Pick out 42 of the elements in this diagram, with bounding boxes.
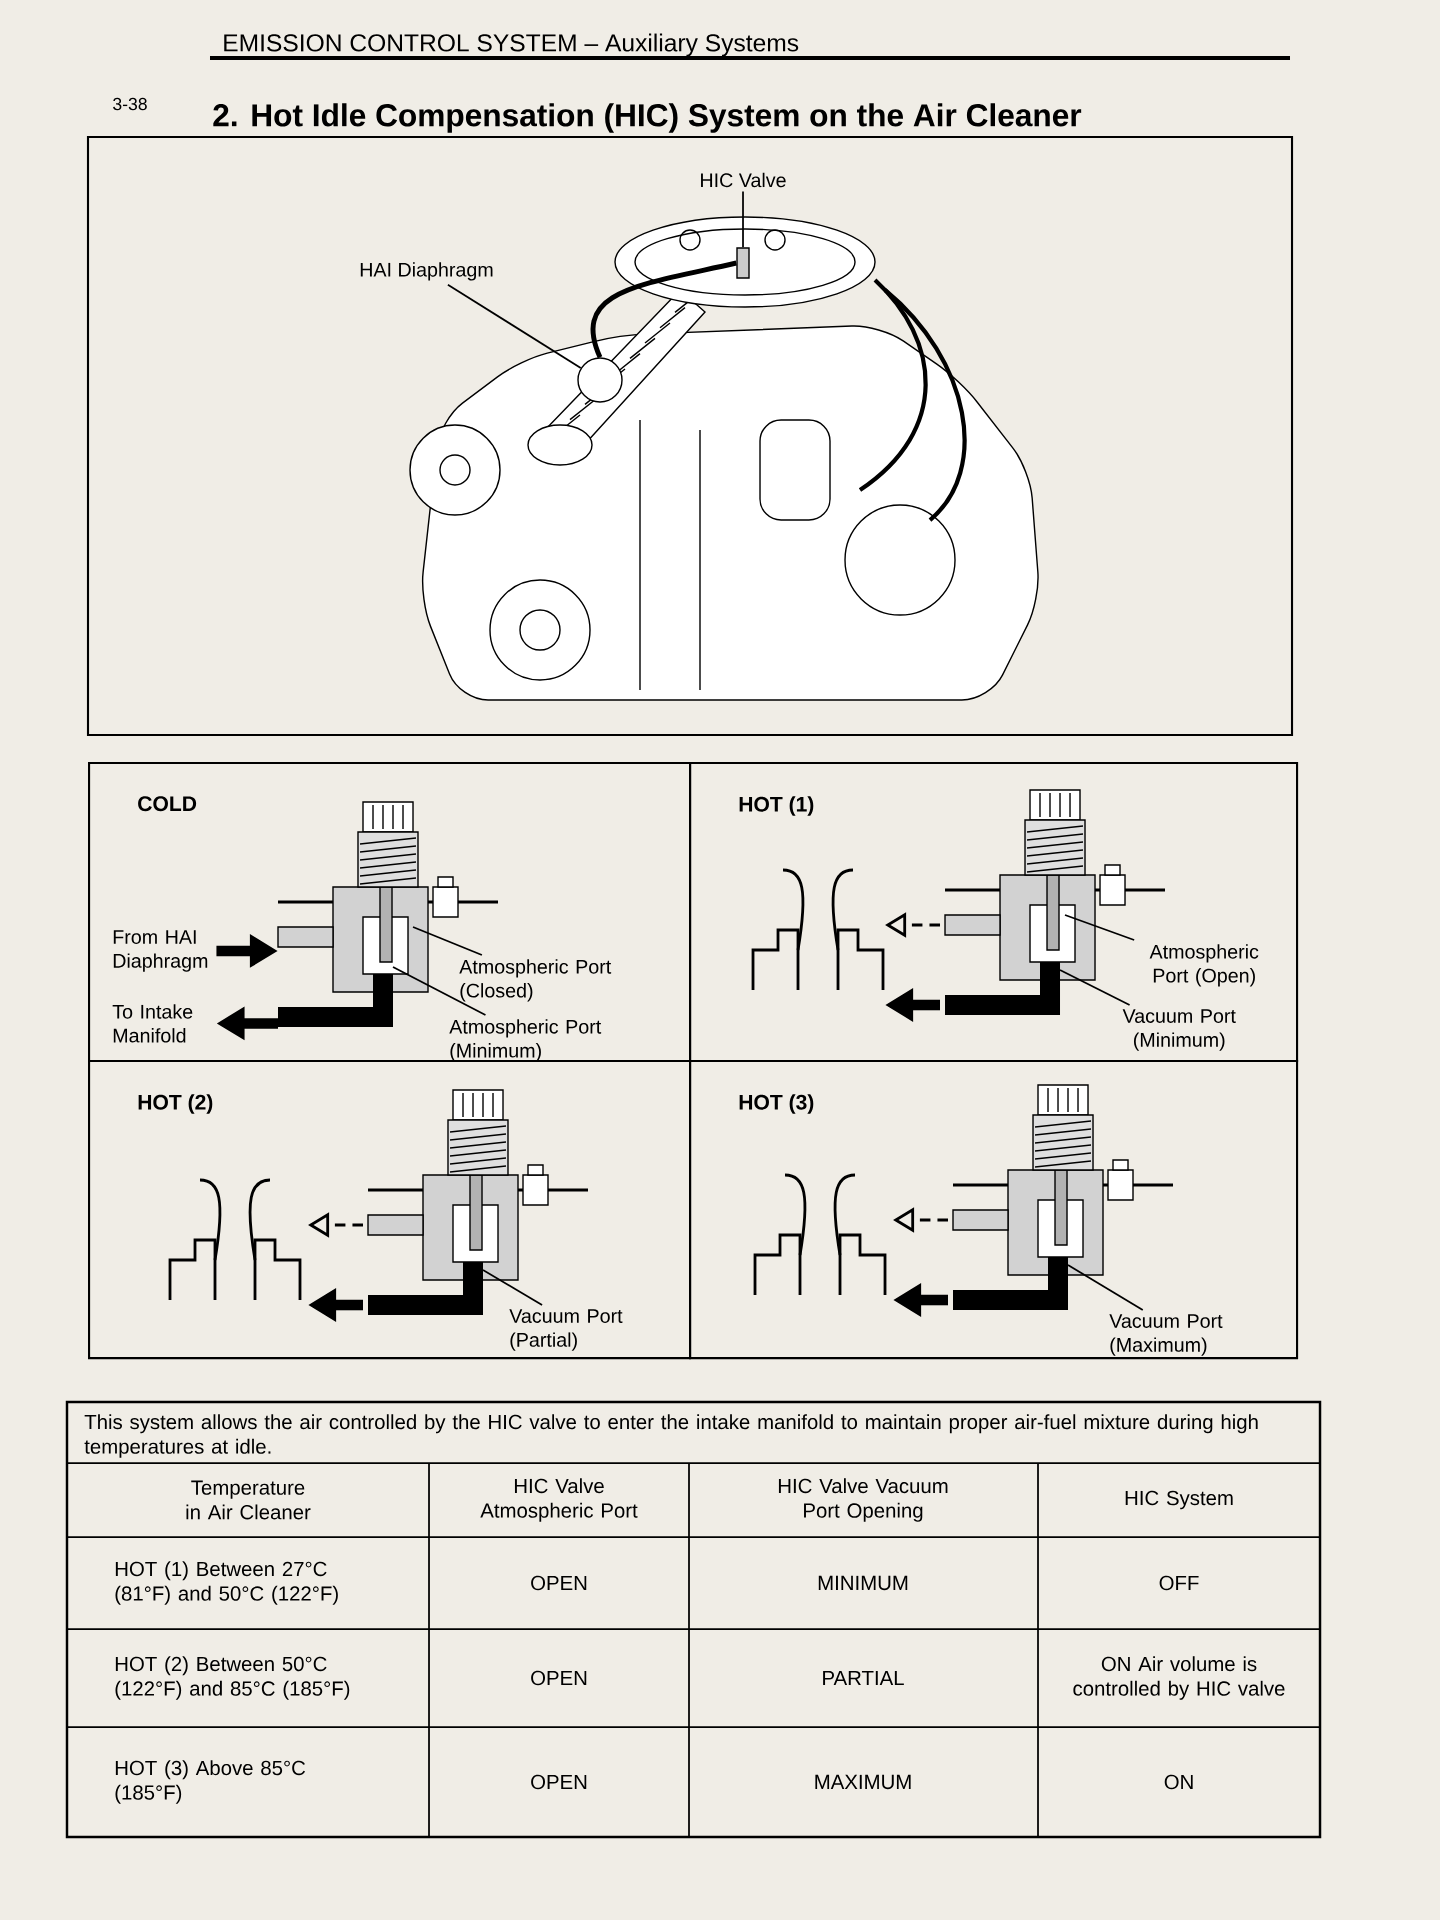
leader-line <box>742 190 744 249</box>
callout-label: Vacuum Port (Partial) <box>509 1309 623 1351</box>
callout-label: Atmospheric Port (Open) <box>1149 944 1259 987</box>
leader-line <box>1067 1264 1144 1311</box>
leader-line <box>447 283 582 369</box>
callout-label: HAI Diaphragm <box>360 262 493 281</box>
callout-label: HIC Valve <box>701 172 786 188</box>
description-text: This system allows the air controlled by the HIC valve to enter the intake manifold to maintain proper air-fuel mixture during high temperatures at idle. <box>84 1414 1258 1458</box>
leader-line <box>482 1269 543 1306</box>
diaphragm-part <box>577 357 623 403</box>
leader-line <box>412 926 483 956</box>
table-entry: OPEN <box>531 1575 587 1591</box>
running-header: EMISSION CONTROL SYSTEM – Auxiliary Systems <box>224 33 799 57</box>
page-number: 3-38 <box>113 97 147 111</box>
table-entry: PARTIAL <box>823 1670 904 1686</box>
title: 2. Hot Idle Compensation (HIC) System on the Air Cleaner <box>213 103 1082 133</box>
table-entry: OFF <box>1159 1575 1199 1591</box>
leader-line <box>1059 969 1131 1006</box>
valve-drawing <box>952 1084 1173 1310</box>
callout-label: Atmospheric Port (Closed) <box>459 959 612 1002</box>
row-heading: HOT (3) Above 85°C (185°F) <box>115 1760 306 1804</box>
row-heading: HOT (2) Between 50°C (122°F) and 85°C (185°F) <box>115 1656 350 1700</box>
leader-line <box>1064 914 1136 941</box>
callout-label: Vacuum Port (Minimum) <box>1122 1009 1236 1051</box>
hose <box>590 260 737 359</box>
table-entry: ON Air volume is controlled by HIC valve <box>1073 1656 1285 1700</box>
column-heading: HIC Valve Vacuum Port Opening <box>778 1478 948 1522</box>
table-entry: OPEN <box>531 1670 587 1686</box>
column-heading: HIC System <box>1125 1490 1233 1510</box>
callout-label: Vacuum Port (Maximum) <box>1109 1314 1223 1356</box>
leader-line <box>392 966 487 1016</box>
row-heading: HOT (1) Between 27°C (81°F) and 50°C (122°F) <box>115 1561 338 1605</box>
valve-part <box>736 247 750 279</box>
table-entry: OPEN <box>531 1774 587 1790</box>
callout-label: Atmospheric Port (Minimum) <box>449 1019 602 1062</box>
column-heading: Temperature in Air Cleaner <box>186 1480 311 1520</box>
flow-label: From HAI Diaphragm <box>113 930 208 972</box>
flow-label: To Intake Manifold <box>112 1004 193 1043</box>
table-entry: MINIMUM <box>818 1575 908 1591</box>
column-heading: HIC Valve Atmospheric Port <box>480 1478 638 1522</box>
table-entry: MAXIMUM <box>815 1774 911 1790</box>
table-entry: ON <box>1164 1774 1193 1790</box>
